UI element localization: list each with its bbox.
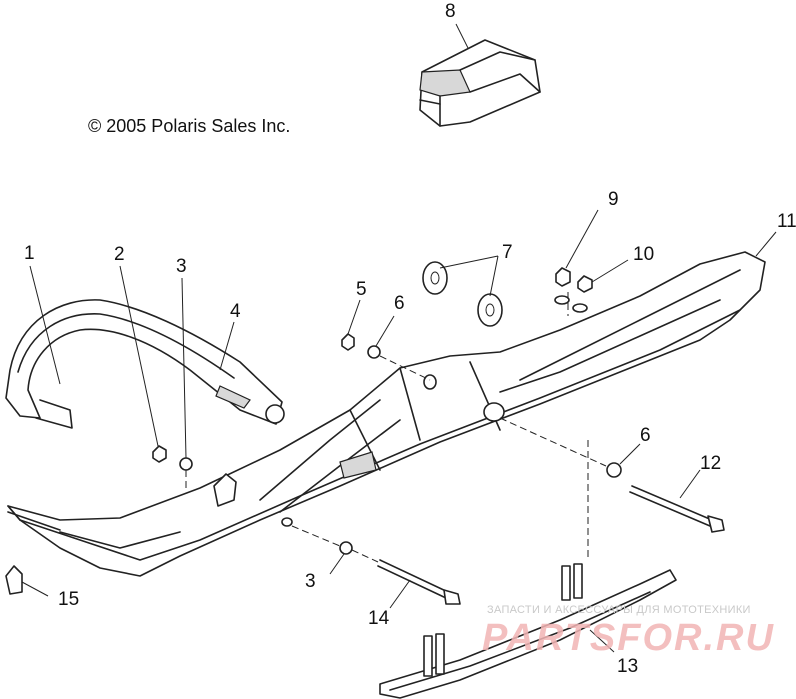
callout-1: 1 bbox=[24, 243, 35, 264]
callout-3-bottom: 3 bbox=[305, 571, 316, 592]
callout-15: 15 bbox=[58, 589, 80, 610]
small-hardware bbox=[152, 333, 622, 555]
copyright-notice: © 2005 Polaris Sales Inc. bbox=[88, 116, 291, 136]
part-7-washers bbox=[422, 261, 503, 327]
callout-9: 9 bbox=[608, 189, 619, 210]
part-12-bolt bbox=[629, 485, 725, 533]
callout-8: 8 bbox=[445, 1, 456, 22]
callout-14: 14 bbox=[368, 608, 390, 629]
callout-6-bottom: 6 bbox=[640, 425, 651, 446]
callout-7: 7 bbox=[502, 242, 513, 263]
leader-lines bbox=[21, 23, 777, 653]
part-11-ski bbox=[7, 251, 766, 577]
callout-3-top: 3 bbox=[176, 256, 187, 277]
part-8-pad bbox=[419, 39, 541, 127]
watermark-logo: PARTSFOR.RU bbox=[482, 617, 775, 659]
callout-5: 5 bbox=[356, 279, 367, 300]
part-15-fastener bbox=[5, 565, 23, 595]
part-14-bolt bbox=[377, 559, 461, 605]
callout-2: 2 bbox=[114, 244, 125, 265]
assembly-lines bbox=[185, 292, 607, 563]
callout-6-top: 6 bbox=[394, 293, 405, 314]
part-4-handle bbox=[5, 299, 285, 429]
callout-11: 11 bbox=[777, 211, 796, 232]
callout-4: 4 bbox=[230, 301, 241, 322]
callout-10: 10 bbox=[633, 244, 655, 265]
callout-12: 12 bbox=[700, 453, 722, 474]
part-9-10-nuts bbox=[554, 267, 593, 313]
callout-13: 13 bbox=[617, 656, 639, 677]
part-13-skag bbox=[379, 563, 677, 699]
watermark-tagline: ЗАПАСТИ И АКСЕССУАРЫ ДЛЯ МОТОТЕХНИКИ bbox=[487, 604, 751, 616]
